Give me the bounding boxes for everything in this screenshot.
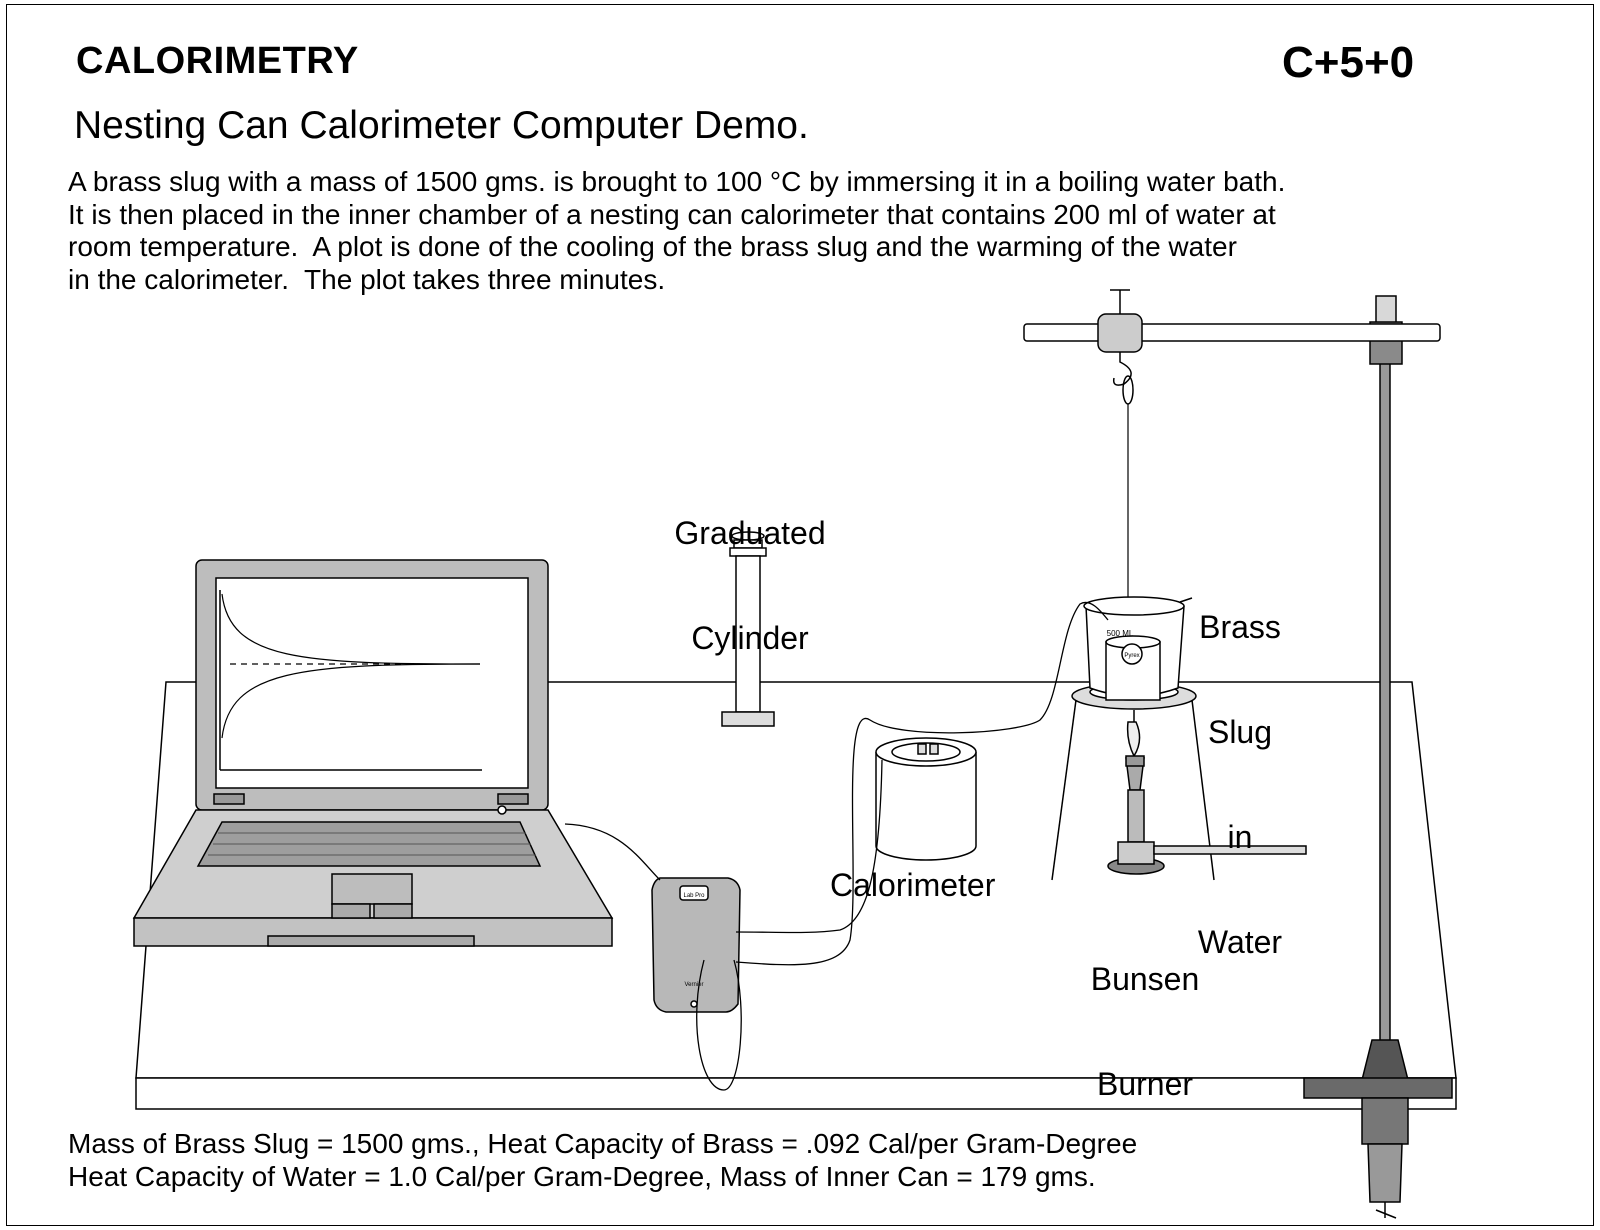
description-line: in the calorimeter. The plot takes three… — [68, 263, 666, 295]
laptop — [132, 559, 614, 947]
beaker-marking: 500 ML — [1107, 629, 1134, 638]
beaker-brand: Pyrex — [1124, 653, 1139, 659]
ring-stand — [1023, 289, 1453, 1219]
interface-brand: Vernier — [684, 982, 703, 988]
page-border — [6, 4, 1594, 1226]
graduated-cylinder — [721, 531, 775, 727]
description-line: room temperature. A plot is done of the … — [68, 231, 1237, 262]
page-subtitle: Nesting Can Calorimeter Computer Demo. — [74, 104, 809, 147]
footer-line: Mass of Brass Slug = 1500 gms., Heat Cap… — [68, 1128, 1138, 1159]
bunsen-burner — [1107, 721, 1307, 875]
sensor-wires — [564, 601, 1109, 1091]
graduated-cylinder-label: Graduated Cylinder — [674, 515, 826, 656]
bunsen-burner-label: Bunsen Burner — [1090, 961, 1200, 1102]
description-line: It is then placed in the inner chamber o… — [68, 198, 1276, 230]
demo-code: C+5+0 — [1282, 38, 1415, 87]
description-line: A brass slug with a mass of 1500 gms. is… — [68, 166, 1286, 197]
data-interface — [651, 877, 741, 1013]
interface-label: Lab Pro — [683, 893, 705, 899]
calorimeter-label: Calorimeter — [830, 867, 996, 903]
calorimeter-can — [875, 737, 977, 861]
description: A brass slug with a mass of 1500 gms. is… — [68, 166, 1285, 296]
brass-slug-label: Brass Slug in Water — [1197, 609, 1283, 960]
page-title: CALORIMETRY — [76, 40, 359, 82]
footer-constants: Mass of Brass Slug = 1500 gms., Heat Cap… — [68, 1127, 1137, 1193]
beaker — [1083, 596, 1193, 701]
footer-line: Heat Capacity of Water = 1.0 Cal/per Gra… — [68, 1161, 1096, 1192]
